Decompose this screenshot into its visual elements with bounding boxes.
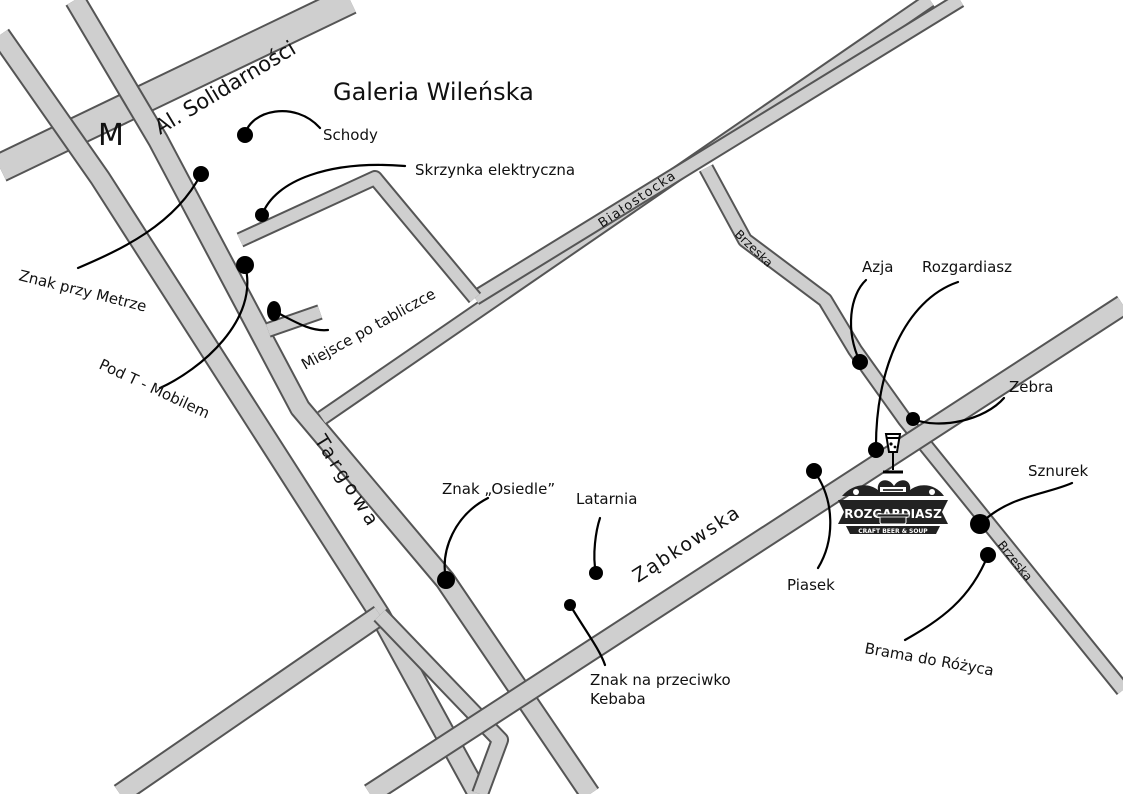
location-skrzynka-elektryczna[interactable]: Skrzynka elektryczna xyxy=(255,161,575,222)
location-marker[interactable] xyxy=(193,166,209,182)
road-targowa xyxy=(0,0,600,794)
location-label-rozgardiasz: Rozgardiasz xyxy=(922,258,1012,276)
location-label-latarnia: Latarnia xyxy=(576,490,637,508)
location-marker[interactable] xyxy=(852,354,868,370)
location-label-pod-t-mobilem: Pod T - Mobilem xyxy=(96,355,212,422)
location-latarnia[interactable]: Latarnia xyxy=(576,490,637,580)
location-marker[interactable] xyxy=(970,514,990,534)
soup-pot-icon xyxy=(876,513,910,525)
logo-banner xyxy=(838,500,948,524)
location-marker[interactable] xyxy=(806,463,822,479)
location-label-brama: Brama do Różyca xyxy=(863,639,995,679)
location-marker[interactable] xyxy=(236,256,254,274)
location-marker[interactable] xyxy=(589,566,603,580)
location-azja[interactable]: Azja xyxy=(849,258,894,370)
logo-tagline: CRAFT BEER & SOUP xyxy=(858,528,928,535)
location-label-schody: Schody xyxy=(323,126,378,144)
location-brama-do-rozyca[interactable]: Brama do Różyca xyxy=(863,547,996,680)
road-bialostocka xyxy=(317,0,965,425)
location-znak-osiedle[interactable]: Znak „Osiedle” xyxy=(437,480,555,589)
location-label-znak-kebab-line2: Kebaba xyxy=(590,690,646,708)
location-label-azja: Azja xyxy=(862,258,894,276)
location-sznurek[interactable]: Sznurek xyxy=(970,462,1088,534)
location-marker[interactable] xyxy=(868,442,884,458)
location-zebra[interactable]: Zebra xyxy=(906,378,1053,426)
metro-icon: M xyxy=(98,118,124,153)
road-solidarnosci xyxy=(0,0,357,182)
rozgardiasz-logo: ROZGARDIASZ CRAFT BEER & SOUP xyxy=(838,433,948,535)
location-label-sznurek: Sznurek xyxy=(1028,462,1088,480)
street-label-bialostocka: Białostocka xyxy=(596,168,680,231)
location-label-znak-metro: Znak przy Metrze xyxy=(17,266,148,315)
location-label-zebra: Zebra xyxy=(1009,378,1053,396)
road-brzeska xyxy=(698,164,1123,696)
location-znak-na-przeciwko-kebaba[interactable]: Znak na przeciwko Kebaba xyxy=(564,599,731,708)
location-schody[interactable]: Schody xyxy=(237,110,378,144)
location-label-piasek: Piasek xyxy=(787,576,835,594)
location-marker[interactable] xyxy=(564,599,576,611)
location-marker[interactable] xyxy=(267,301,281,321)
location-piasek[interactable]: Piasek xyxy=(787,463,835,594)
location-marker[interactable] xyxy=(255,208,269,222)
map-title: Galeria Wileńska xyxy=(333,78,534,106)
location-label-znak-osiedle: Znak „Osiedle” xyxy=(442,480,555,498)
road-zabkowska xyxy=(364,295,1123,794)
location-marker[interactable] xyxy=(437,571,455,589)
location-marker[interactable] xyxy=(980,547,996,563)
hops-ornament-icon xyxy=(842,480,944,496)
location-marker[interactable] xyxy=(237,127,253,143)
location-label-znak-kebab: Znak na przeciwko xyxy=(590,671,731,689)
location-rozgardiasz[interactable]: Rozgardiasz xyxy=(868,258,1012,458)
logo-ribbon xyxy=(846,526,940,534)
location-marker[interactable] xyxy=(906,412,920,426)
beer-glass-icon xyxy=(883,433,903,474)
location-label-skrzynka: Skrzynka elektryczna xyxy=(415,161,575,179)
